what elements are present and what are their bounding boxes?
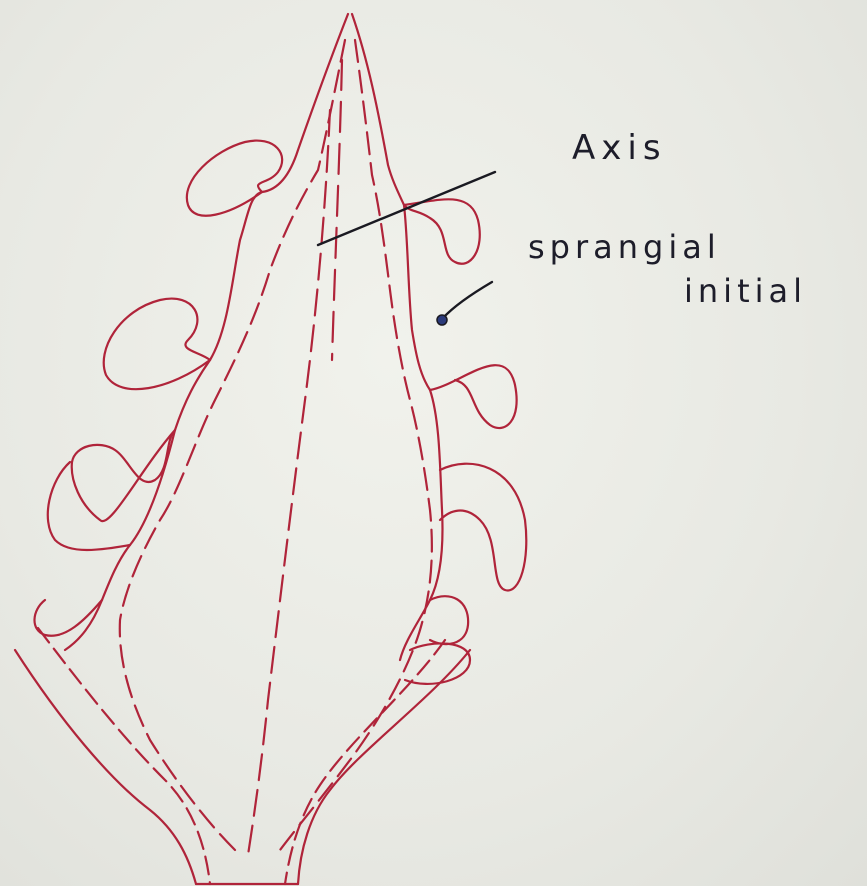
sporangium-left-4 — [48, 462, 130, 550]
label-sporangial-line2: initial — [684, 272, 807, 310]
sporangium-right-1 — [404, 199, 480, 263]
label-axis: Axis — [572, 128, 667, 168]
base-flare-right — [298, 650, 470, 884]
sporangial-leader-line — [443, 282, 492, 318]
cone-outer-wall-left — [65, 14, 348, 650]
base-flare-right-inner — [285, 640, 445, 884]
central-axis-line-2 — [332, 60, 342, 360]
sporangium-left-2 — [104, 299, 210, 390]
sporangium-left-1 — [187, 141, 282, 216]
central-axis-line — [248, 110, 330, 855]
sporangium-left-3 — [72, 430, 175, 521]
sporangium-right-3 — [440, 464, 526, 591]
sporangium-left-5 — [34, 600, 102, 636]
sporangium-right-4 — [430, 596, 468, 644]
sporangium-right-2 — [430, 365, 517, 428]
vascular-trace-right — [280, 40, 432, 850]
sporangial-initial-marker — [437, 315, 447, 325]
vascular-trace-left — [120, 40, 345, 850]
label-sporangial-line1: sprangial — [528, 228, 721, 266]
